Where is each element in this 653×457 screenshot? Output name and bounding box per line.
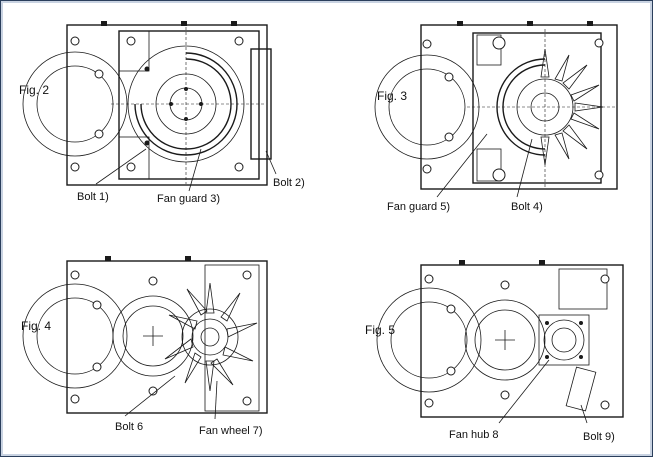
fig4-callout-bolt-6: Bolt 6 [115, 421, 144, 433]
fig2-callout-fan-guard-3: Fan guard 3) [157, 193, 220, 205]
fig5-callout-fan-hub-8: Fan hub 8 [449, 429, 499, 441]
fig3-drawing [374, 21, 618, 198]
fig3-callout-fan-guard-5: Fan guard 5) [387, 201, 450, 213]
fig3-callout-bolt-4: Bolt 4) [511, 201, 543, 213]
fig5-callout-bolt-9: Bolt 9) [583, 431, 615, 443]
fig3-title: Fig. 3 [377, 89, 408, 103]
fig4-callout-fan-wheel-7: Fan wheel 7) [199, 425, 263, 437]
fig2-drawing [22, 21, 277, 192]
fig2-callout-bolt-1: Bolt 1) [77, 191, 109, 203]
fig4-fan-wheel-blades [164, 282, 258, 392]
fig5-drawing [376, 260, 624, 424]
fig5-title: Fig. 5 [365, 323, 396, 337]
fig2-callout-bolt-2: Bolt 2) [273, 177, 305, 189]
fig4-title: Fig. 4 [21, 319, 52, 333]
fig4-drawing [22, 256, 268, 420]
fig2-title: Fig. 2 [19, 83, 50, 97]
